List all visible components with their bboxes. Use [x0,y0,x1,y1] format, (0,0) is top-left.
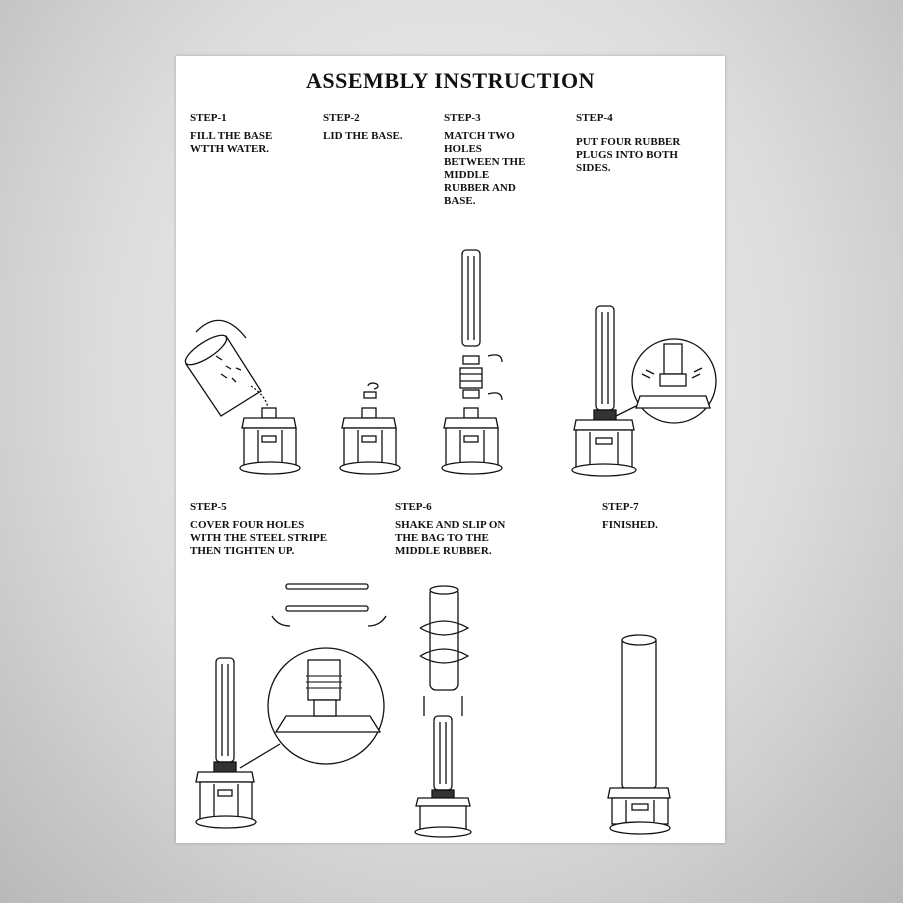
step-6-illustration [414,585,472,838]
step-label: STEP-6 [395,501,432,513]
page-title: ASSEMBLY INSTRUCTION [306,68,595,93]
step-3: STEP-3 MATCH TWO HOLES BETWEEN THE MIDDL… [444,112,525,208]
middle-rubber [461,249,481,347]
step-5-illustration [195,583,387,829]
water-base [239,407,301,475]
step-6: STEP-6 SHAKE AND SLIP ON THE BAG TO THE … [395,501,505,558]
step-label: STEP-2 [323,112,360,124]
illustrations [184,249,717,838]
step-label: STEP-7 [602,501,639,513]
step-label: STEP-5 [190,501,227,513]
steel-stripe [285,605,369,612]
finished-bag [621,637,657,789]
step-text: SHAKE AND SLIP ON THE BAG TO THE MIDDLE … [395,519,506,557]
step-text: COVER FOUR HOLES WITH THE STEEL STRIPE T… [190,519,328,557]
step-5: STEP-5 COVER FOUR HOLES WITH THE STEEL S… [190,501,327,558]
shake-arrow-icon [419,620,470,636]
steel-stripe [285,583,369,590]
step-4: STEP-4 PUT FOUR RUBBER PLUGS INTO BOTH S… [576,112,680,175]
curved-arrow-icon [487,354,503,363]
step-7: STEP-7 FINISHED. [602,501,658,532]
step-text: FINISHED. [602,519,658,531]
step-3-illustration [441,249,503,475]
curved-arrow-icon [271,615,291,627]
step-text: MATCH TWO HOLES BETWEEN THE MIDDLE RUBBE… [444,130,526,207]
step-4-illustration [571,305,717,477]
rotate-arrow-icon [367,382,379,390]
step-text: LID THE BASE. [323,130,403,142]
step-text: FILL THE BASE WTTH WATER. [190,130,273,155]
step-7-illustration [607,634,671,835]
curved-arrow-icon [367,615,387,627]
step-label: STEP-4 [576,112,613,124]
curved-arrow-icon [487,392,503,401]
step-2: STEP-2 LID THE BASE. [323,112,403,143]
shake-arrow-icon [419,648,470,664]
bucket-icon [184,319,262,417]
step-label: STEP-3 [444,112,481,124]
step-1-illustration [184,319,301,475]
bag [429,587,459,691]
instruction-sheet: ASSEMBLY INSTRUCTION STEP-1 FILL THE BAS… [176,56,725,843]
step-2-illustration [339,382,401,475]
step-label: STEP-1 [190,112,227,124]
step-1: STEP-1 FILL THE BASE WTTH WATER. [190,112,272,156]
step-text: PUT FOUR RUBBER PLUGS INTO BOTH SIDES. [576,136,681,174]
